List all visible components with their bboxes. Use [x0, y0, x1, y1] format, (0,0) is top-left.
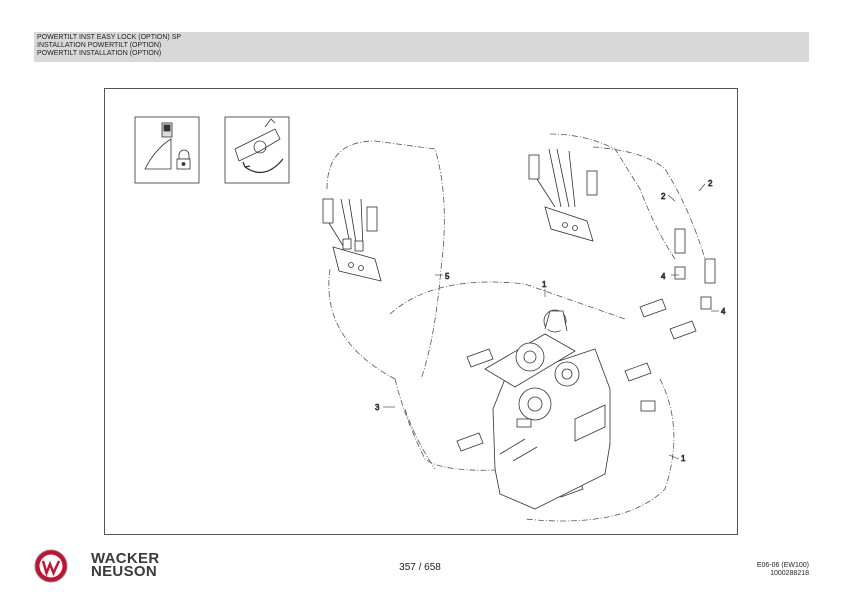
exploded-diagram: 1 1 2 2 3 4 4 5: [134, 116, 726, 522]
wacker-neuson-logo-icon: [34, 549, 68, 583]
brand-line-1: WACKER: [91, 550, 160, 567]
callout-1-right: 1: [681, 454, 686, 463]
callout-5: 5: [445, 272, 450, 281]
hose-routes: [326, 133, 706, 522]
page-number: 357 / 658: [399, 562, 441, 573]
callout-1-top: 1: [542, 280, 547, 289]
header-line-1: POWERTILT INST EASY LOCK (OPTION) SP: [37, 34, 182, 41]
callout-2-left: 2: [661, 192, 666, 201]
callout-4-lower: 4: [721, 307, 726, 316]
rotate-coupler-icon: [224, 116, 290, 184]
quick-coupler: [484, 309, 611, 510]
callout-2-right: 2: [708, 179, 713, 188]
doc-code: E06-06 (EW100): [756, 562, 809, 569]
header-line-3: POWERTILT INSTALLATION (OPTION): [37, 50, 162, 57]
doc-number: 1000288218: [770, 570, 809, 577]
header-line-2: INSTALLATION POWERTILT (OPTION): [37, 42, 162, 49]
brand-line-2: NEUSON: [91, 563, 157, 580]
callout-4-upper: 4: [661, 272, 666, 281]
left-valve-block: [322, 198, 382, 282]
unlock-bucket-icon: [134, 116, 200, 184]
right-valve-block: [528, 148, 598, 242]
diagram-frame: 1 1 2 2 3 4 4 5: [104, 88, 738, 535]
leader-lines: [383, 183, 719, 460]
callout-3: 3: [375, 403, 380, 412]
header-band: POWERTILT INST EASY LOCK (OPTION) SP INS…: [34, 32, 809, 62]
